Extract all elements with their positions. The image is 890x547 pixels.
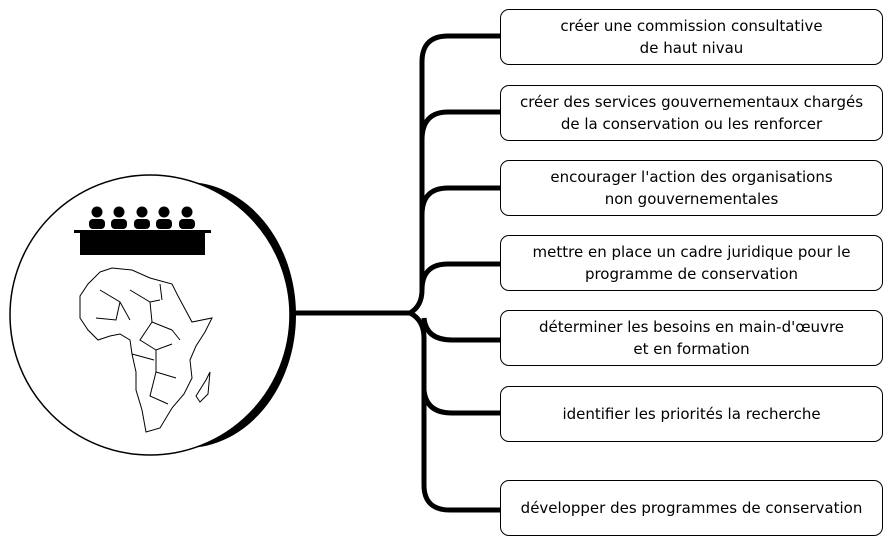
branch-text: encourager l'action des organisations no… xyxy=(550,168,833,208)
branch-6 xyxy=(421,389,500,416)
branch-5 xyxy=(421,317,500,343)
branch-3 xyxy=(419,185,500,216)
branch-text: mettre en place un cadre juridique pour … xyxy=(532,243,851,283)
trunk-lower xyxy=(408,310,502,513)
branch-box-conservation-programs: développer des programmes de conservatio… xyxy=(500,480,883,536)
branch-4 xyxy=(419,261,500,291)
branch-text: identifier les priorités la recherche xyxy=(562,405,821,423)
trunk-upper xyxy=(408,33,500,316)
central-node xyxy=(9,174,296,456)
branch-box-ngo-action: encourager l'action des organisations no… xyxy=(500,160,883,216)
branch-box-advisory-commission: créer une commission consultative de hau… xyxy=(500,9,883,65)
branch-box-legal-framework: mettre en place un cadre juridique pour … xyxy=(500,235,883,291)
branch-text: déterminer les besoins en main-d'œuvre e… xyxy=(538,318,845,358)
branch-box-research-priorities: identifier les priorités la recherche xyxy=(500,386,883,442)
branch-box-workforce-training: déterminer les besoins en main-d'œuvre e… xyxy=(500,310,883,366)
connectors xyxy=(290,33,502,513)
africa-map-icon xyxy=(79,267,213,433)
branch-text: développer des programmes de conservatio… xyxy=(520,499,863,517)
branch-2 xyxy=(419,109,500,141)
branch-box-government-services: créer des services gouvernementaux charg… xyxy=(500,85,883,141)
council-table-icon xyxy=(74,206,211,255)
branch-text: créer des services gouvernementaux charg… xyxy=(519,93,864,133)
central-circle xyxy=(9,174,291,456)
branch-text: créer une commission consultative de hau… xyxy=(560,17,823,57)
